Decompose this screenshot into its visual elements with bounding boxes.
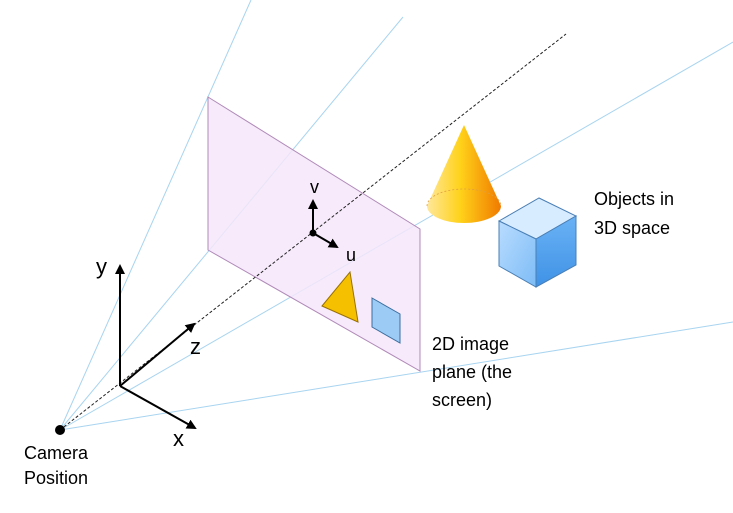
camera-label-line1: Camera <box>24 443 89 463</box>
camera-dot-icon <box>55 425 65 435</box>
triangle-icon <box>321 270 359 323</box>
plane-axes <box>308 199 339 249</box>
plane-origin <box>309 229 317 237</box>
objects-label-line1: Objects in <box>594 189 674 209</box>
plane-label-line3: screen) <box>432 390 492 410</box>
x-axis <box>119 385 197 429</box>
plane-label-line1: 2D image <box>432 334 509 354</box>
square-icon <box>371 297 401 344</box>
cube-icon <box>497 197 578 288</box>
cone-icon <box>426 125 502 223</box>
camera-label-line2: Position <box>24 468 88 488</box>
axis-x-label: x <box>173 426 184 451</box>
axis-z-label: z <box>190 334 201 359</box>
world-axes <box>115 264 197 429</box>
ray-top-left <box>59 0 252 431</box>
ray-bottom <box>59 321 733 431</box>
axis-v-label: v <box>310 177 319 197</box>
objects-label-line2: 3D space <box>594 218 670 238</box>
z-axis <box>119 322 196 387</box>
plane-label-line2: plane (the <box>432 362 512 382</box>
axis-u-label: u <box>346 245 356 265</box>
axis-y-label: y <box>96 254 107 279</box>
u-axis <box>312 232 339 249</box>
